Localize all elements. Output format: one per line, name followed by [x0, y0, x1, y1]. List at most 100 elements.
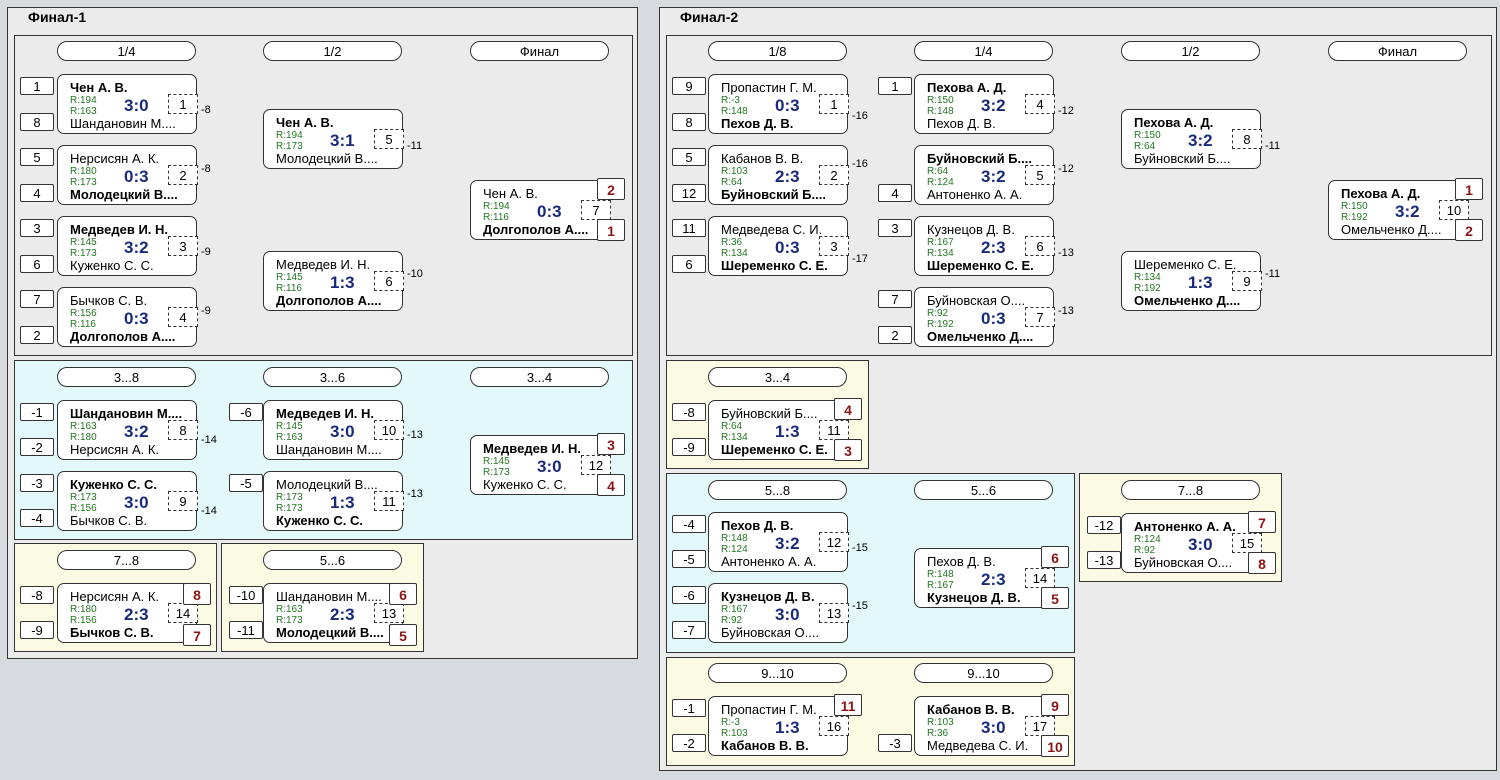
- seed-box: -1: [672, 699, 706, 717]
- match-number: 13: [819, 603, 849, 623]
- seed-box: 4: [20, 184, 54, 202]
- player-bottom-rating: R:124: [721, 544, 748, 555]
- place-badge: 4: [834, 398, 862, 420]
- round-header: 5...8: [708, 480, 847, 500]
- player-top-name: Медведев И. Н.: [276, 257, 371, 272]
- player-bottom-name: Шеременко С. Е.: [927, 258, 1034, 273]
- match-score: 2:3: [330, 605, 355, 624]
- player-bottom-name: Нерсисян А. К.: [70, 442, 160, 457]
- match-number: 10: [374, 420, 404, 440]
- seed-box: 3: [20, 219, 54, 237]
- seed-box: -1: [20, 403, 54, 421]
- seed-box: 6: [20, 255, 54, 273]
- player-top-rating: R:173: [70, 492, 97, 503]
- player-top-name: Пехова А. Д.: [927, 80, 1007, 95]
- round-header: 3...4: [708, 367, 847, 387]
- seed-box: -4: [20, 509, 54, 527]
- match-score: 1:3: [775, 718, 800, 737]
- round-header: 3...8: [57, 367, 196, 387]
- player-top-name: Пехов Д. В.: [721, 518, 794, 533]
- player-top-rating: R:163: [70, 421, 97, 432]
- match-score: 1:3: [775, 422, 800, 441]
- round-header: 1/2: [1121, 41, 1260, 61]
- place-badge: 5: [1041, 587, 1069, 609]
- player-top-rating: R:124: [1134, 534, 1161, 545]
- round-header: 5...6: [263, 550, 402, 570]
- match-score: 2:3: [981, 570, 1006, 589]
- player-top-rating: R:148: [927, 569, 954, 580]
- loser-label: -13: [1058, 305, 1074, 317]
- player-bottom-name: Омельченко Д....: [927, 329, 1034, 344]
- match-number: 7: [581, 200, 611, 220]
- player-bottom-rating: R:103: [721, 728, 748, 739]
- loser-label: -14: [201, 505, 217, 517]
- player-top-name: Бычков С. В.: [70, 293, 148, 308]
- player-bottom-rating: R:64: [721, 177, 743, 188]
- match-score: 1:3: [1188, 273, 1213, 292]
- player-bottom-name: Антоненко А. А.: [927, 187, 1023, 202]
- match-number: 10: [1439, 200, 1469, 220]
- player-top-rating: R:-3: [721, 95, 740, 106]
- player-top-name: Кабанов В. В.: [721, 151, 804, 166]
- seed-box: -2: [20, 438, 54, 456]
- player-top-name: Пехов Д. В.: [927, 554, 996, 569]
- match-number: 14: [1025, 568, 1055, 588]
- match-number: 6: [1025, 236, 1055, 256]
- match-number: 7: [1025, 307, 1055, 327]
- player-bottom-name: Шеременко С. Е.: [721, 442, 828, 457]
- round-header: 3...6: [263, 367, 402, 387]
- player-bottom-name: Пехов Д. В.: [721, 116, 794, 131]
- seed-box: -9: [20, 621, 54, 639]
- seed-box: -5: [229, 474, 263, 492]
- round-header: 3...4: [470, 367, 609, 387]
- loser-label: -15: [852, 542, 868, 554]
- seed-box: -6: [672, 586, 706, 604]
- player-top-name: Шеременко С. Е.: [1134, 257, 1237, 272]
- seed-box: -5: [672, 550, 706, 568]
- place-badge: 8: [183, 583, 211, 605]
- place-badge: 2: [1455, 219, 1483, 241]
- place-badge: 3: [597, 433, 625, 455]
- place-badge: 3: [834, 439, 862, 461]
- round-header: Финал: [470, 41, 609, 61]
- player-top-name: Кузнецов Д. В.: [721, 589, 815, 604]
- seed-box: 9: [672, 77, 706, 95]
- match-number: 3: [819, 236, 849, 256]
- place-badge: 8: [1248, 552, 1276, 574]
- player-bottom-rating: R:156: [70, 615, 97, 626]
- match-score: 3:0: [124, 96, 149, 115]
- match-score: 0:3: [775, 238, 800, 257]
- loser-label: -10: [407, 268, 423, 280]
